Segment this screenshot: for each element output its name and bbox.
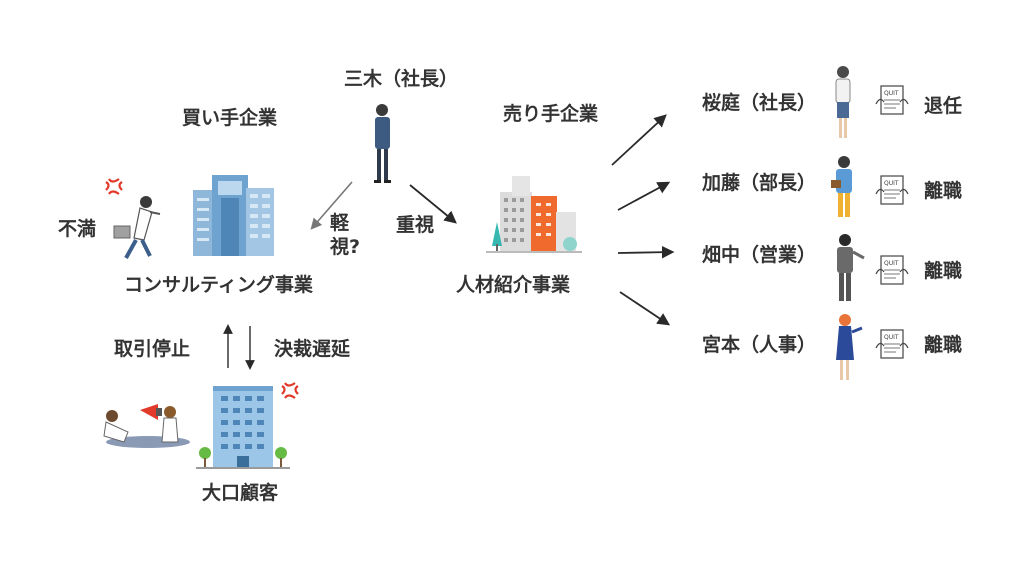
quit-letter-icon-4: QUIT bbox=[875, 329, 909, 359]
client-building-icon bbox=[196, 386, 290, 469]
quit-letter-icon-3: QUIT bbox=[875, 255, 909, 285]
miyamoto-figure-icon bbox=[836, 314, 863, 380]
arrow-to-sakuraba bbox=[611, 114, 667, 166]
emphasis-label: 重視 bbox=[396, 214, 435, 236]
staff-name-sakuraba: 桜庭（社長） bbox=[702, 92, 817, 114]
trade-stop-label: 取引停止 bbox=[114, 338, 191, 360]
staff-name-kato: 加藤（部長） bbox=[702, 172, 817, 194]
buyer-label: 買い手企業 bbox=[182, 107, 278, 129]
president-figure-icon bbox=[374, 104, 391, 183]
quit-letter-icon-1: QUIT bbox=[875, 85, 909, 115]
arrow-to-kato bbox=[617, 181, 671, 211]
kato-figure-icon bbox=[831, 156, 852, 217]
consulting-building-icon bbox=[193, 175, 274, 256]
client-label: 大口顧客 bbox=[202, 482, 279, 504]
quit-letter-icon-2: QUIT bbox=[875, 175, 909, 205]
consulting-label: コンサルティング事業 bbox=[124, 274, 313, 296]
arrow-to-miyamoto bbox=[619, 291, 671, 326]
svg-text:QUIT: QUIT bbox=[884, 180, 899, 187]
sakuraba-figure-icon bbox=[835, 66, 851, 138]
megaphone-scene-icon bbox=[103, 404, 190, 448]
seller-label: 売り手企業 bbox=[503, 103, 599, 125]
staff-name-miyamoto: 宮本（人事） bbox=[702, 334, 817, 356]
arrow-to-hatanaka bbox=[617, 245, 675, 259]
staff-status-miyamoto: 離職 bbox=[924, 334, 963, 356]
staff-name-hatanaka: 畑中（営業） bbox=[702, 244, 817, 266]
recruiting-building-icon bbox=[486, 176, 582, 253]
running-person-icon bbox=[113, 196, 161, 259]
dissatisfied-label: 不満 bbox=[58, 218, 97, 240]
neglect-label-line1: 軽 bbox=[330, 212, 350, 234]
president-label: 三木（社長） bbox=[344, 68, 459, 90]
svg-text:QUIT: QUIT bbox=[884, 260, 899, 267]
staff-status-sakuraba: 退任 bbox=[924, 95, 963, 117]
anger-icon-consulting bbox=[105, 178, 123, 195]
recruiting-label: 人材紹介事業 bbox=[456, 274, 571, 296]
svg-text:QUIT: QUIT bbox=[884, 334, 899, 341]
decision-delay-label: 決裁遅延 bbox=[274, 338, 351, 360]
arrow-to-consulting bbox=[310, 181, 353, 230]
staff-status-kato: 離職 bbox=[924, 180, 963, 202]
svg-text:QUIT: QUIT bbox=[884, 90, 899, 97]
anger-icon-client bbox=[281, 382, 299, 399]
staff-status-hatanaka: 離職 bbox=[924, 260, 963, 282]
neglect-label-line2: 視? bbox=[330, 235, 361, 258]
neglect-label: 軽 視? bbox=[330, 212, 361, 260]
hatanaka-figure-icon bbox=[837, 234, 865, 301]
arrow-to-recruiting bbox=[409, 184, 457, 224]
